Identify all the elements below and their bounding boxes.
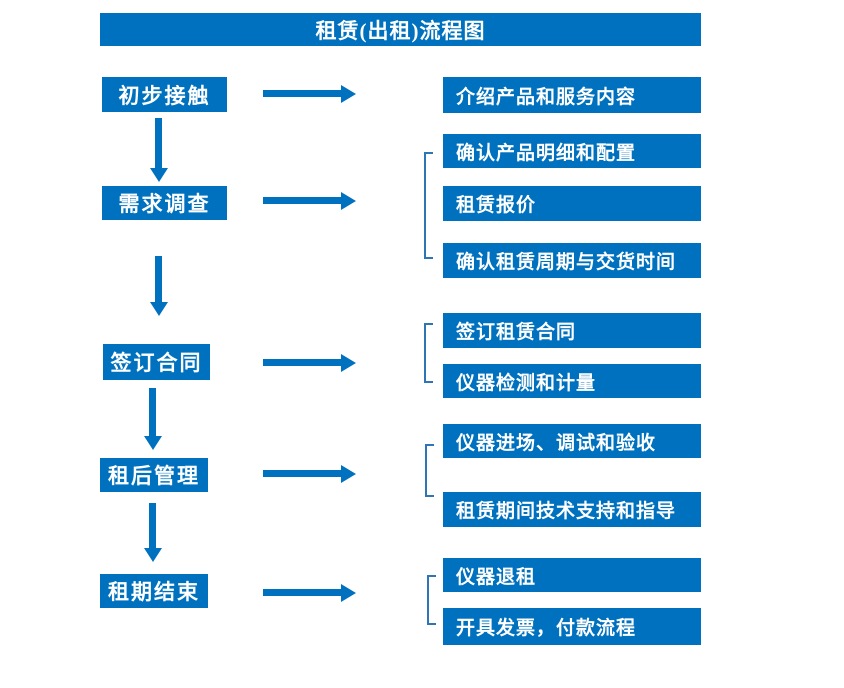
group-bracket: [424, 152, 433, 259]
down-arrow-icon: [149, 503, 156, 548]
output-box: 介绍产品和服务内容: [443, 77, 701, 113]
output-box: 签订租赁合同: [443, 313, 701, 348]
stage-box-initial-contact: 初步接触: [102, 77, 227, 112]
group-bracket: [425, 444, 434, 497]
page-title: 租赁(出租)流程图: [315, 18, 486, 43]
down-arrow-icon: [155, 256, 162, 302]
output-box: 仪器进场、调试和验收: [443, 424, 701, 458]
group-bracket: [424, 323, 433, 383]
output-box: 仪器检测和计量: [443, 364, 701, 398]
stage-box-rental-end: 租期结束: [100, 574, 208, 608]
down-arrow-icon: [155, 118, 162, 168]
title-bar: 租赁(出租)流程图: [100, 13, 701, 46]
right-arrow-icon: [263, 359, 341, 366]
down-arrow-icon: [149, 388, 156, 436]
stage-box-sign-contract: 签订合同: [103, 344, 210, 380]
output-box: 租赁报价: [443, 186, 701, 221]
output-box: 开具发票，付款流程: [443, 608, 701, 645]
stage-box-demand-survey: 需求调查: [102, 186, 227, 220]
output-box: 租赁期间技术支持和指导: [443, 492, 701, 527]
right-arrow-icon: [263, 589, 341, 596]
output-box: 确认产品明细和配置: [443, 134, 701, 168]
output-box: 仪器退租: [443, 558, 701, 592]
group-bracket: [427, 575, 436, 625]
right-arrow-icon: [263, 470, 341, 477]
right-arrow-icon: [263, 90, 341, 97]
right-arrow-icon: [263, 197, 341, 204]
stage-box-post-rental-management: 租后管理: [100, 458, 208, 492]
output-box: 确认租赁周期与交货时间: [443, 243, 701, 278]
